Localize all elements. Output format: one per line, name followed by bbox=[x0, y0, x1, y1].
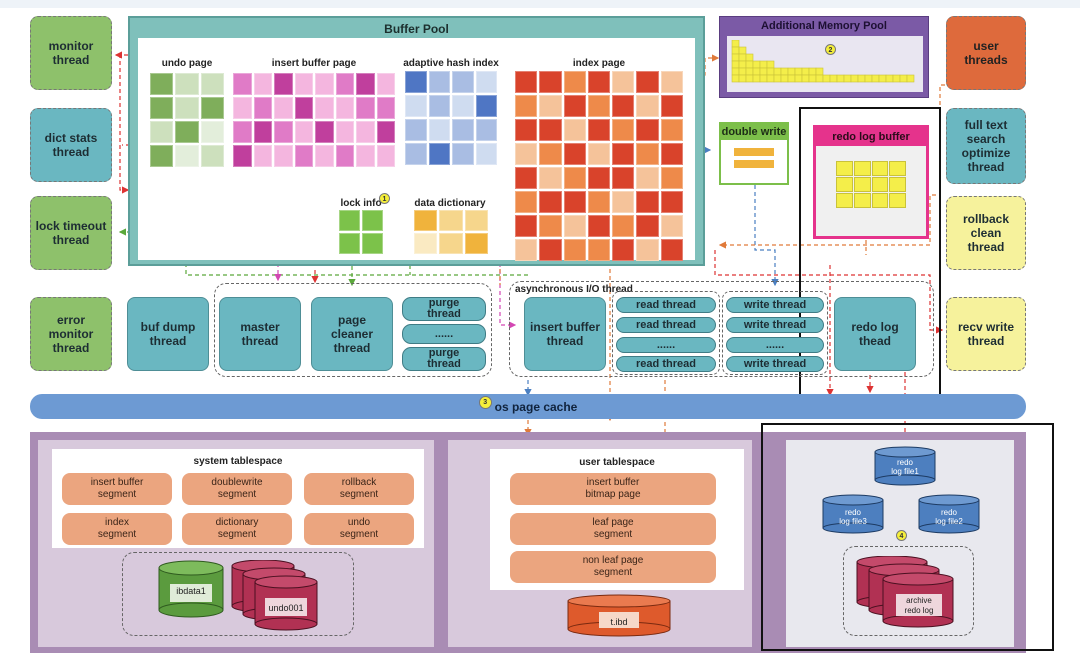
adaptive-hash-index-grid bbox=[405, 71, 497, 165]
os-page-cache-badge: 3 bbox=[478, 396, 492, 409]
system-files-group bbox=[122, 552, 354, 636]
t-ibd-cylinder-icon bbox=[567, 594, 671, 637]
archive-group bbox=[843, 546, 974, 636]
dictionary-segment: dictionary segment bbox=[182, 513, 292, 545]
archive-redo-log-label: archive redo log bbox=[904, 596, 934, 615]
double-write-label: double write bbox=[721, 124, 787, 140]
recv-write-thread: recv write thread bbox=[946, 297, 1026, 371]
lock-info-label: lock info bbox=[340, 198, 382, 209]
read-thread-4: read thread bbox=[616, 356, 716, 372]
redo-files-frame bbox=[761, 423, 1054, 651]
read-thread-ellipsis: ...... bbox=[616, 337, 716, 353]
undo-page-label: undo page bbox=[161, 58, 213, 69]
write-thread-2: write thread bbox=[726, 317, 824, 333]
write-thread-1: write thread bbox=[726, 297, 824, 313]
redo-log-buffer: redo log buffer bbox=[813, 125, 929, 239]
page-cleaner-thread: page cleaner thread bbox=[311, 297, 393, 371]
redo-log-file1-label: redo log file1 bbox=[891, 458, 919, 476]
write-thread-group bbox=[722, 291, 828, 375]
redo-log-file2-label: redo log file2 bbox=[935, 508, 963, 526]
insert-buffer-thread: insert buffer thread bbox=[524, 297, 606, 371]
os-page-cache-label: os page cache bbox=[494, 399, 578, 414]
undo001-label: undo001 bbox=[268, 603, 304, 613]
os-page-cache: 3 os page cache bbox=[30, 394, 1026, 419]
async-io-group bbox=[509, 281, 934, 377]
purge-thread-ellipsis: ...... bbox=[402, 324, 486, 344]
redo-log-file3-icon bbox=[822, 494, 884, 534]
buffer-pool-title: Buffer Pool bbox=[384, 22, 449, 36]
redo-log-buffer-label: redo log buffer bbox=[816, 128, 926, 146]
ibdata1-label: ibdata1 bbox=[176, 586, 206, 596]
double-write-block-2 bbox=[734, 160, 774, 168]
ibdata1-cylinder-icon bbox=[158, 560, 224, 618]
memory-pool-blocks bbox=[731, 40, 915, 83]
redo-log-file1-icon bbox=[874, 446, 936, 486]
doublewrite-segment: doublewrite segment bbox=[182, 473, 292, 505]
memory-pool-badge: 2 bbox=[825, 44, 836, 55]
lock-info-grid bbox=[339, 210, 383, 254]
index-page-grid bbox=[515, 71, 683, 261]
redo-log-buffer-grid bbox=[836, 161, 906, 208]
insert-buffer-segment: insert buffer segment bbox=[62, 473, 172, 505]
redo-log-file2-icon bbox=[918, 494, 980, 534]
undo-page-grid bbox=[150, 73, 224, 167]
insert-buffer-bitmap-page: insert buffer bitmap page bbox=[510, 473, 716, 505]
additional-memory-pool-title: Additional Memory Pool bbox=[761, 20, 887, 32]
dict-stats-thread: dict stats thread bbox=[30, 108, 112, 182]
insert-buffer-page-label: insert buffer page bbox=[271, 58, 357, 69]
system-tablespace-title: system tablespace bbox=[193, 456, 283, 467]
data-dictionary-grid bbox=[414, 210, 488, 254]
double-write: double write bbox=[719, 122, 789, 185]
async-io-title: asynchronous I/O thread bbox=[515, 284, 633, 295]
buf-dump-thread: buf dump thread bbox=[127, 297, 209, 371]
undo-segment: undo segment bbox=[304, 513, 414, 545]
user-tablespace-title: user tablespace bbox=[579, 457, 655, 468]
leaf-page-segment: leaf page segment bbox=[510, 513, 716, 545]
read-thread-1: read thread bbox=[616, 297, 716, 313]
top-strip bbox=[0, 0, 1080, 8]
index-segment: index segment bbox=[62, 513, 172, 545]
read-thread-group bbox=[612, 291, 720, 375]
monitor-thread: monitor thread bbox=[30, 16, 112, 90]
rollback-segment: rollback segment bbox=[304, 473, 414, 505]
index-page-label: index page bbox=[572, 58, 626, 69]
double-write-block-1 bbox=[734, 148, 774, 156]
undo001-cylinder-icon bbox=[231, 560, 318, 631]
write-thread-ellipsis: ...... bbox=[726, 337, 824, 353]
additional-memory-pool: Additional Memory Pool bbox=[719, 16, 929, 98]
archive-redo-log-icon bbox=[856, 556, 954, 628]
rollback-clean-thread: rollback clean thread bbox=[946, 196, 1026, 270]
purge-thread-bottom: purge thread bbox=[402, 347, 486, 371]
data-dictionary-label: data dictionary bbox=[414, 198, 486, 209]
insert-buffer-page-grid bbox=[233, 73, 395, 167]
archive-badge: 4 bbox=[896, 530, 907, 541]
lock-timeout-thread: lock timeout thread bbox=[30, 196, 112, 270]
t-ibd-label: t.ibd bbox=[610, 617, 628, 627]
user-threads: user threads bbox=[946, 16, 1026, 90]
read-thread-2: read thread bbox=[616, 317, 716, 333]
full-text-search-thread: full text search optimize thread bbox=[946, 108, 1026, 184]
lock-info-badge: 1 bbox=[379, 193, 390, 204]
error-monitor-thread: error monitor thread bbox=[30, 297, 112, 371]
master-thread: master thread bbox=[219, 297, 301, 371]
master-threads-group bbox=[214, 283, 492, 377]
write-thread-4: write thread bbox=[726, 356, 824, 372]
adaptive-hash-index-label: adaptive hash index bbox=[403, 58, 499, 69]
redo-log-thread: redo log thead bbox=[834, 297, 916, 371]
purge-thread-top: purge thread bbox=[402, 297, 486, 321]
redo-log-file3-label: redo log file3 bbox=[839, 508, 867, 526]
non-leaf-page-segment: non leaf page segment bbox=[510, 551, 716, 583]
